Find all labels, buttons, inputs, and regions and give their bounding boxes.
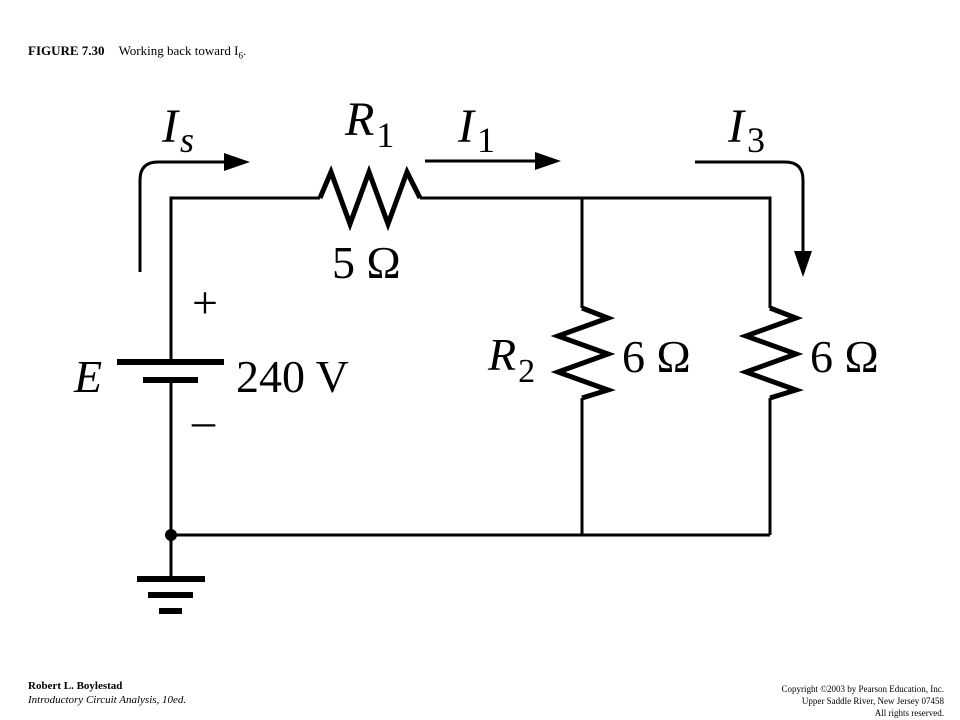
label-r2: R2 [487, 329, 535, 390]
label-r3-value: 6 Ω [810, 331, 879, 382]
label-r1: R1 [344, 93, 394, 155]
footer-copyright: Copyright ©2003 by Pearson Education, In… [781, 683, 944, 719]
wire-left-top [169, 196, 320, 362]
junction-dot [165, 529, 177, 541]
label-source-e: E [73, 351, 102, 402]
figure-title: Working back toward I6. [118, 43, 247, 61]
copyright-line: Upper Saddle River, New Jersey 07458 [801, 696, 944, 706]
resistor-r1-zigzag [317, 164, 423, 232]
label-i3: I3 [727, 100, 765, 160]
resistor-r3-zigzag [738, 305, 804, 401]
battery-minus: – [191, 395, 216, 446]
label-r1-value: 5 Ω [332, 237, 401, 288]
footer-book: Introductory Circuit Analysis, 10ed. [28, 694, 187, 706]
label-source-value: 240 V [236, 351, 349, 402]
current-arrow-is [138, 153, 250, 272]
figure-caption: FIGURE 7.30 Working back toward I6. [28, 43, 246, 61]
current-arrow-i3 [695, 160, 812, 277]
copyright-line: All rights reserved. [874, 708, 944, 718]
footer-author: Robert L. Boylestad [28, 680, 123, 692]
label-is: Is [161, 100, 194, 160]
label-r2-value: 6 Ω [622, 331, 691, 382]
current-arrow-i1 [425, 152, 561, 170]
battery-plus: + [192, 277, 218, 328]
label-i1: I1 [457, 100, 495, 160]
resistor-r2-zigzag [550, 305, 616, 401]
wire-top [420, 196, 772, 308]
copyright-line: Copyright ©2003 by Pearson Education, In… [781, 684, 944, 694]
footer-credits: Robert L. Boylestad Introductory Circuit… [28, 679, 186, 707]
figure-label: FIGURE 7.30 [28, 43, 105, 58]
